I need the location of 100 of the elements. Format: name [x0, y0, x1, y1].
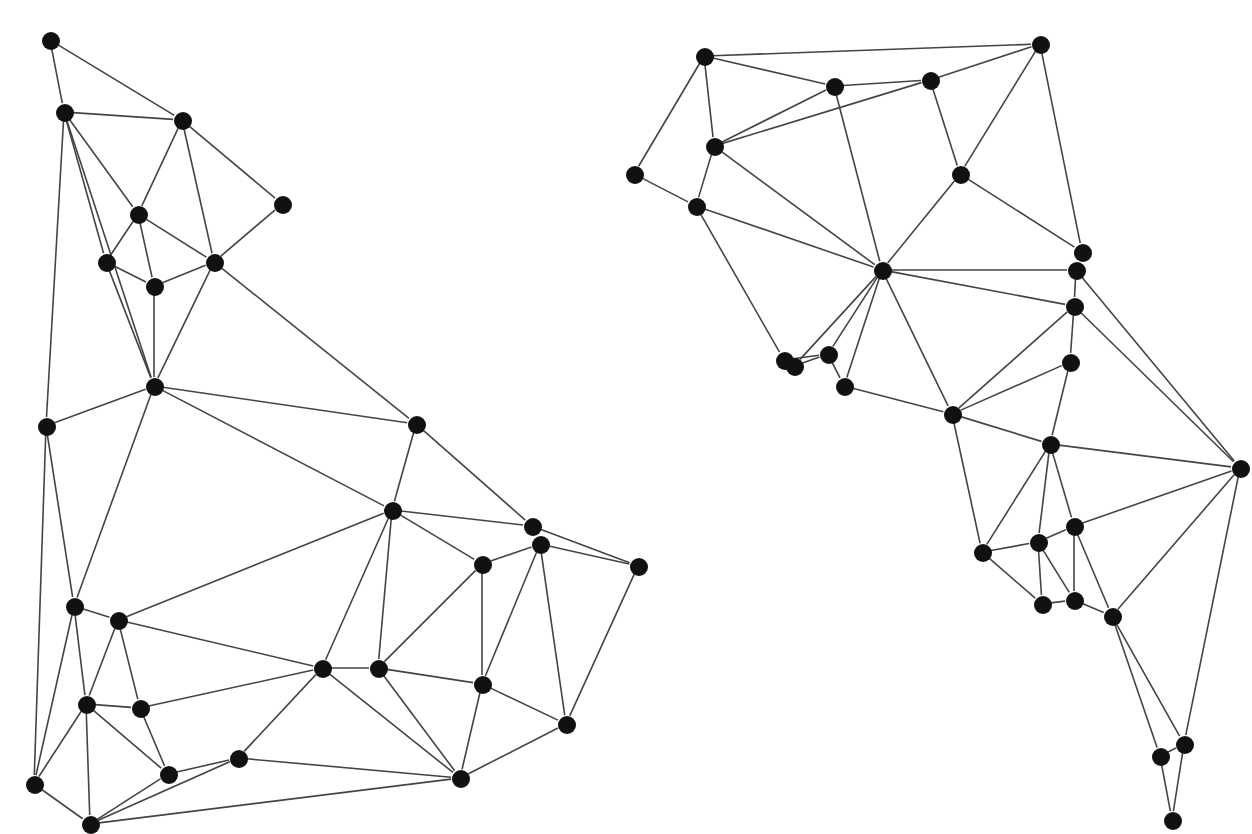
network-dot — [229, 749, 247, 767]
connector-line — [65, 119, 105, 255]
network-dot — [523, 517, 541, 535]
connector-line — [461, 691, 481, 771]
connector-line — [959, 415, 1043, 443]
connector-line — [53, 388, 147, 424]
connector-line — [398, 513, 476, 561]
network-dot — [131, 699, 149, 717]
connector-line — [957, 311, 1069, 409]
connector-line — [85, 712, 91, 816]
connector-line — [1160, 764, 1172, 812]
network-dot — [407, 415, 425, 433]
network-dot — [1065, 591, 1083, 609]
connector-line — [96, 778, 162, 820]
connector-line — [489, 546, 533, 562]
connector-line — [125, 512, 385, 618]
connector-line — [400, 510, 524, 526]
network-dot — [705, 137, 723, 155]
connector-line — [721, 81, 923, 145]
network-dot — [973, 543, 991, 561]
network-dot — [41, 31, 59, 49]
connector-line — [220, 266, 410, 420]
connector-line — [33, 434, 47, 776]
connector-line — [72, 111, 174, 121]
network-dot — [1029, 533, 1047, 551]
network-dot — [1033, 595, 1051, 613]
connector-line — [703, 208, 875, 268]
network-dot — [687, 197, 705, 215]
network-dot — [1231, 459, 1249, 477]
connector-line — [56, 43, 176, 117]
connector-line — [153, 294, 155, 378]
network-dot — [921, 71, 939, 89]
connector-line — [937, 46, 1033, 78]
connector-line — [1081, 470, 1233, 524]
connector-line — [539, 528, 631, 564]
connector-line — [161, 264, 207, 284]
connector-line — [1081, 602, 1105, 614]
network-dot — [451, 769, 469, 787]
connector-line — [986, 450, 1046, 546]
connector-line — [720, 150, 876, 266]
connector-line — [68, 118, 134, 208]
connector-line — [144, 218, 208, 258]
network-dot — [173, 111, 191, 129]
connector-line — [88, 627, 116, 697]
connector-line — [66, 119, 152, 379]
connector-line — [846, 277, 880, 379]
connector-line — [1172, 752, 1184, 812]
connector-line — [50, 48, 64, 104]
network-dot — [25, 775, 43, 793]
connector-line — [704, 64, 714, 138]
connector-line — [801, 356, 821, 364]
connector-line — [712, 43, 1032, 57]
connector-line — [328, 672, 454, 774]
network-dot — [951, 165, 969, 183]
connector-line — [697, 153, 713, 199]
network-dot — [1175, 735, 1193, 753]
network-dot — [1065, 297, 1083, 315]
connector-line — [699, 213, 781, 353]
connector-line — [831, 361, 841, 379]
connector-line — [220, 209, 276, 257]
network-dot — [65, 597, 83, 615]
network-dot — [1067, 261, 1085, 279]
connector-line — [1114, 623, 1158, 749]
network-dot — [1041, 435, 1059, 453]
connector-line — [1080, 276, 1236, 462]
connector-line — [1073, 278, 1077, 298]
connector-line — [959, 364, 1063, 412]
connector-line — [1045, 528, 1067, 540]
connector-line — [481, 572, 483, 676]
connector-line — [382, 674, 456, 772]
network-dot — [205, 253, 223, 271]
network-dot — [129, 205, 147, 223]
network-dot — [55, 103, 73, 121]
network-dot — [145, 277, 163, 295]
network-dot — [473, 555, 491, 573]
network-dot — [109, 611, 127, 629]
connector-line — [324, 517, 390, 661]
connector-line — [832, 276, 878, 348]
network-dot — [943, 405, 961, 423]
connector-line — [890, 269, 1068, 271]
network-dot — [473, 675, 491, 693]
network-dot — [81, 815, 99, 833]
connector-line — [386, 668, 474, 684]
connector-line — [393, 431, 415, 503]
connector-line — [113, 265, 147, 283]
connector-line — [835, 93, 881, 263]
connector-line — [94, 703, 132, 709]
network-dot — [97, 253, 115, 271]
connector-line — [568, 573, 636, 717]
connector-line — [851, 387, 945, 413]
network-dot — [531, 535, 549, 553]
network-dot — [37, 417, 55, 435]
connector-line — [183, 128, 213, 254]
network-dot — [819, 345, 837, 363]
connector-line — [721, 89, 827, 143]
connector-line — [148, 669, 314, 707]
network-dot — [625, 165, 643, 183]
connector-line — [1051, 451, 1073, 519]
network-dot — [629, 557, 647, 575]
connector-line — [162, 386, 408, 424]
